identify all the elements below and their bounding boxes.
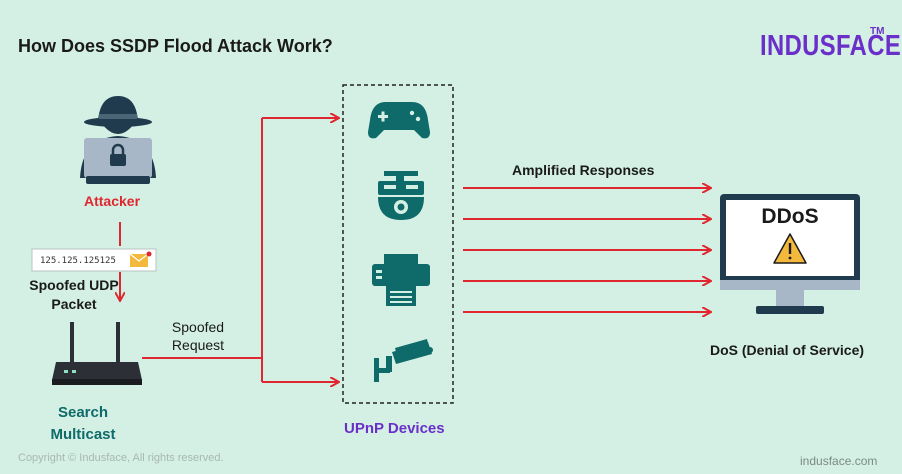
page-title: How Does SSDP Flood Attack Work? — [18, 36, 333, 56]
brand-logo: INDUSFACE — [760, 30, 902, 62]
site-url: indusface.com — [800, 454, 878, 468]
router-label-line1: Search — [57, 404, 109, 421]
attacker-label: Attacker — [84, 193, 141, 209]
packet-ip: 125.125.125125 — [40, 256, 116, 266]
router-icon — [52, 322, 142, 385]
amplified-responses-label: Amplified Responses — [512, 162, 655, 178]
brand-trademark: TM — [870, 26, 885, 37]
packet-label-line1: Spoofed UDP — [29, 277, 119, 293]
upnp-devices-box — [342, 84, 454, 404]
printer-icon — [372, 254, 430, 306]
request-arrows — [142, 118, 338, 382]
warning-icon — [773, 233, 807, 264]
amplified-response-arrows — [463, 188, 710, 312]
router-label-line2: Multicast — [50, 426, 116, 443]
request-label: Spoofed Request — [156, 318, 240, 354]
router-label: Search Multicast — [30, 402, 136, 446]
upnp-label: UPnP Devices — [344, 420, 445, 437]
dos-label: DoS (Denial of Service) — [710, 342, 865, 358]
request-label-line1: Spoofed — [171, 319, 225, 335]
request-label-line2: Request — [171, 337, 225, 353]
ddos-screen-text: DDoS — [761, 205, 819, 228]
security-camera-icon — [374, 339, 433, 382]
copyright-text: Copyright © Indusface, All rights reserv… — [18, 452, 224, 464]
packet-label-line2: Packet — [51, 296, 97, 312]
game-controller-icon — [368, 102, 430, 139]
spoofed-packet-envelope — [31, 248, 157, 272]
hacker-icon — [80, 96, 156, 184]
dome-camera-icon — [378, 171, 424, 220]
packet-label: Spoofed UDP Packet — [14, 276, 134, 314]
